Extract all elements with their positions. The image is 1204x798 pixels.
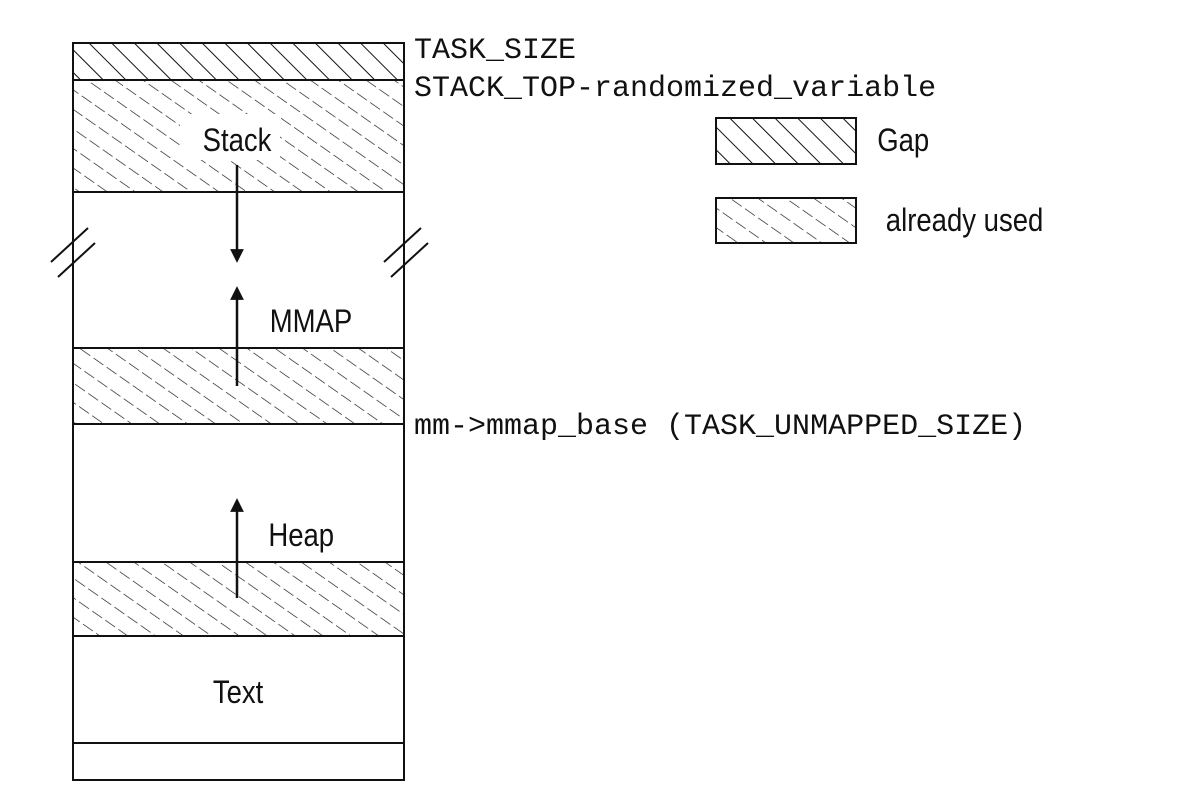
mmap-label: MMAP (270, 304, 353, 339)
mmap-base-label: mm->mmap_base (TASK_UNMAPPED_SIZE) (414, 410, 1026, 444)
break-mark-right (383, 227, 429, 278)
stack-label: Stack (203, 123, 272, 158)
heap-used-region (72, 561, 405, 637)
stack-top-label: STACK_TOP-randomized_variable (414, 72, 936, 106)
task-size-gap (72, 42, 405, 81)
stack-label-backdrop (180, 114, 280, 160)
heap-label: Heap (268, 518, 334, 553)
legend-used-swatch (715, 197, 857, 244)
task-size-label: TASK_SIZE (414, 34, 576, 68)
text-label: Text (213, 675, 264, 710)
legend-gap-label: Gap (877, 123, 929, 158)
break-mark-left (50, 227, 96, 278)
text-region (72, 635, 405, 744)
stack-mmap-free-region (72, 191, 405, 349)
legend-used-label: already used (886, 203, 1044, 238)
bottom-region (72, 742, 405, 781)
heap-free-region (72, 423, 405, 563)
legend-gap-swatch (715, 117, 857, 165)
mmap-used-region (72, 347, 405, 425)
